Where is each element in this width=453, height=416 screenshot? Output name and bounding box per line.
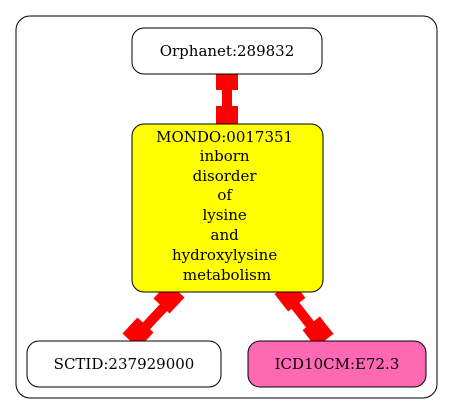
node-icd10[interactable]: ICD10CM:E72.3	[247, 340, 427, 388]
node-sctid[interactable]: SCTID:237929000	[26, 340, 222, 388]
node-orphanet-label: Orphanet:289832	[160, 42, 295, 60]
node-icd10-label: ICD10CM:E72.3	[275, 355, 400, 373]
edge-orphanet-mondo	[216, 68, 238, 128]
node-icd10-box	[247, 340, 427, 388]
node-sctid-label: SCTID:237929000	[54, 355, 195, 373]
node-mondo-line: hydroxylysine	[172, 246, 277, 264]
node-mondo-line: and	[211, 226, 240, 244]
node-orphanet[interactable]: Orphanet:289832	[131, 27, 323, 75]
node-mondo-line: MONDO:0017351	[156, 128, 293, 146]
cluster-frame	[15, 15, 438, 399]
node-mondo[interactable]: MONDO:0017351 inborn disorder of lysine …	[131, 123, 324, 293]
node-mondo-label: MONDO:0017351 inborn disorder of lysine …	[156, 128, 298, 284]
node-mondo-line: of	[217, 186, 233, 204]
node-mondo-line: inborn	[200, 147, 250, 165]
node-sctid-box	[26, 340, 222, 388]
node-orphanet-box	[131, 27, 323, 75]
node-mondo-line: disorder	[193, 167, 258, 185]
node-mondo-box	[131, 123, 324, 293]
node-mondo-line: lysine	[202, 206, 246, 224]
node-mondo-line: metabolism	[183, 266, 271, 284]
